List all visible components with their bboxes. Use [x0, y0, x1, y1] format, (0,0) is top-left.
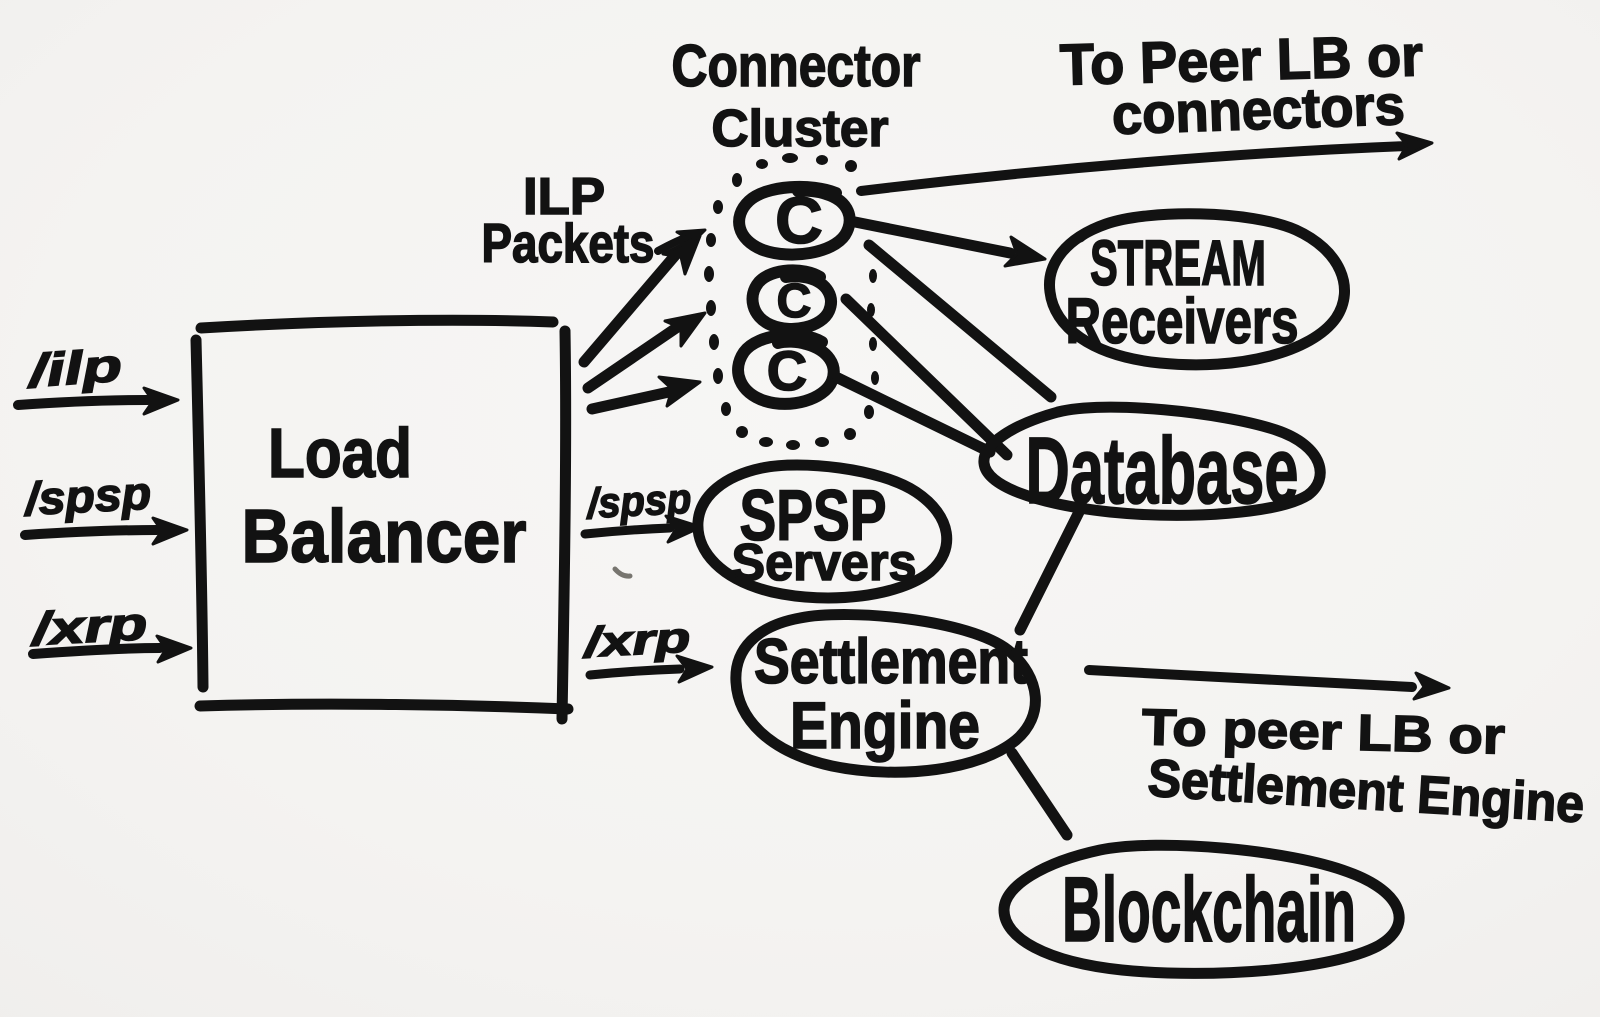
- svg-text:C: C: [777, 275, 812, 328]
- svg-text:STREAM: STREAM: [1090, 227, 1266, 299]
- svg-text:Cluster: Cluster: [712, 100, 889, 158]
- svg-text:Engine: Engine: [790, 688, 980, 762]
- svg-text:Database: Database: [1026, 418, 1299, 524]
- svg-text:Blockchain: Blockchain: [1062, 859, 1356, 961]
- svg-text:Packets: Packets: [482, 212, 655, 274]
- svg-text:C: C: [767, 339, 807, 402]
- svg-text:SPSP: SPSP: [740, 477, 887, 556]
- svg-text:/xrp: /xrp: [580, 614, 691, 667]
- svg-text:C: C: [775, 183, 823, 257]
- svg-text:Settlement: Settlement: [754, 627, 1028, 697]
- svg-text:Load: Load: [268, 414, 412, 492]
- svg-text:Receivers: Receivers: [1066, 285, 1299, 357]
- svg-text:/spsp: /spsp: [22, 466, 153, 525]
- svg-text:Connector: Connector: [672, 33, 921, 99]
- svg-text:To Peer LB or: To Peer LB or: [1059, 23, 1424, 97]
- svg-text:ILP: ILP: [523, 168, 605, 226]
- svg-text:/spsp: /spsp: [584, 475, 692, 527]
- svg-text:connectors: connectors: [1111, 73, 1406, 146]
- svg-text:Balancer: Balancer: [242, 494, 527, 578]
- svg-text:/ilp: /ilp: [24, 339, 123, 398]
- svg-text:To peer LB or: To peer LB or: [1141, 698, 1506, 764]
- svg-text:Servers: Servers: [732, 534, 917, 592]
